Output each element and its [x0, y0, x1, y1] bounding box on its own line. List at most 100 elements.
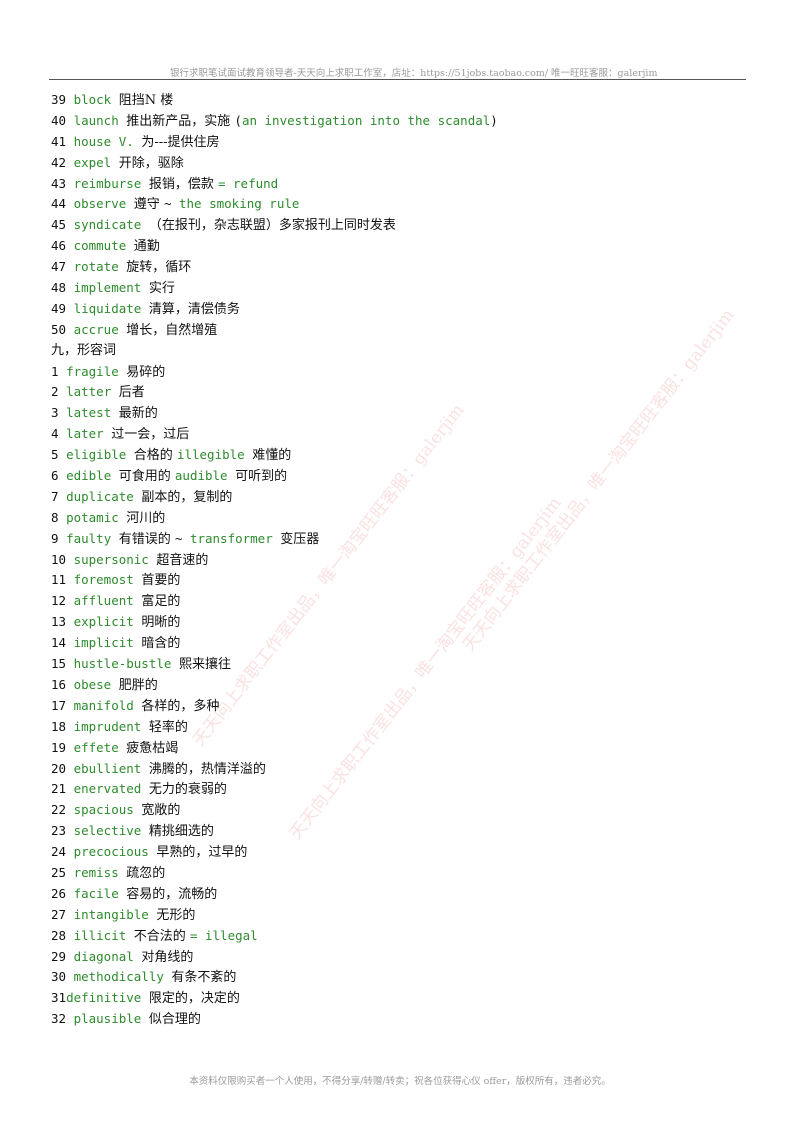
- chinese-meaning: 熙来攘往: [178, 657, 231, 673]
- english-term: affluent: [73, 593, 142, 609]
- chinese-meaning: 早熟的，过早的: [156, 845, 248, 861]
- list-item: 39 block 阻挡N 楼: [51, 90, 751, 111]
- english-term: commute: [73, 238, 134, 254]
- english-term: accrue: [73, 321, 127, 337]
- chinese-meaning: （在报刊，杂志联盟）多家报刊上同时发表: [148, 218, 396, 234]
- english-term: eligible: [66, 447, 134, 463]
- english-term: diagonal: [73, 948, 142, 964]
- symbol: ): [490, 112, 498, 128]
- item-number: 43: [51, 175, 74, 191]
- english-term: edible: [66, 468, 119, 484]
- item-number: 27: [51, 906, 74, 922]
- page-footer: 本资料仅限购买者一个人使用，不得分享/转赠/转卖；祝各位获得心仪 offer，版…: [189, 1076, 611, 1087]
- english-term: obese: [73, 676, 119, 692]
- symbol: (: [234, 112, 242, 128]
- english-term: transformer: [189, 530, 281, 546]
- chinese-meaning: 后者: [118, 385, 145, 401]
- list-item: 24 precocious 早熟的，过早的: [51, 842, 751, 863]
- list-item: 14 implicit 暗含的: [51, 633, 751, 654]
- chinese-meaning: 变压器: [280, 531, 320, 547]
- chinese-meaning: 可听到的: [235, 469, 288, 485]
- item-number: 2: [51, 384, 67, 400]
- english-term: supersonic: [73, 551, 157, 567]
- english-term: effete: [73, 739, 127, 755]
- list-item: 15 hustle-bustle 熙来攘往: [51, 654, 751, 675]
- item-number: 4: [51, 426, 67, 442]
- item-number: 32: [51, 1011, 74, 1027]
- chinese-meaning: 首要的: [141, 573, 181, 589]
- list-item: 9 faulty 有错误的 ~ transformer 变压器: [51, 529, 751, 550]
- chinese-meaning: 对角线的: [141, 949, 194, 965]
- list-item: 九，形容词: [51, 341, 751, 362]
- page-header: 银行求职笔试面试教育领导者-天天向上求职工作室，店址：https://51job…: [0, 62, 800, 82]
- english-term: rotate: [73, 259, 127, 275]
- english-term: reimburse: [73, 175, 149, 191]
- chinese-meaning: 过一会，过后: [111, 427, 190, 443]
- item-number: 10: [51, 551, 74, 567]
- list-item: 21 enervated 无力的衰弱的: [51, 779, 751, 800]
- english-term: fragile: [66, 363, 127, 379]
- item-number: 42: [51, 154, 74, 170]
- english-term: block: [73, 92, 119, 107]
- item-number: 16: [51, 676, 74, 692]
- item-number: 26: [51, 885, 74, 901]
- item-number: 40: [51, 112, 74, 128]
- item-number: 28: [51, 927, 74, 943]
- item-number: 39: [51, 92, 74, 107]
- list-item: 31definitive 限定的，决定的: [51, 988, 751, 1009]
- item-number: 44: [51, 196, 74, 212]
- item-number: 12: [51, 593, 74, 609]
- chinese-meaning: 河川的: [126, 510, 166, 526]
- list-item: 42 expel 开除，驱除: [51, 153, 751, 174]
- chinese-meaning: 容易的，流畅的: [126, 886, 218, 902]
- list-item: 50 accrue 增长，自然增殖: [51, 320, 751, 341]
- list-item: 45 syndicate （在报刊，杂志联盟）多家报刊上同时发表: [51, 215, 751, 236]
- item-number: 30: [51, 969, 74, 985]
- item-number: 13: [51, 614, 74, 630]
- item-number: 45: [51, 217, 74, 233]
- list-item: 5 eligible 合格的 illegible 难懂的: [51, 445, 751, 466]
- chinese-meaning: 通勤: [133, 239, 160, 255]
- chinese-meaning: 似合理的: [148, 1012, 201, 1028]
- english-term: launch: [73, 112, 127, 128]
- english-term: imprudent: [73, 718, 149, 734]
- chinese-meaning: 合格的: [133, 448, 177, 464]
- list-item: 46 commute 通勤: [51, 236, 751, 257]
- list-item: 49 liquidate 清算，清偿债务: [51, 299, 751, 320]
- chinese-meaning: 富足的: [141, 594, 181, 610]
- item-number: 29: [51, 948, 74, 964]
- chinese-meaning: 不合法的: [133, 928, 190, 944]
- list-item: 1 fragile 易碎的: [51, 362, 751, 383]
- english-term: potamic: [66, 509, 127, 525]
- english-term: implement: [73, 280, 149, 296]
- list-item: 44 observe 遵守 ~ the smoking rule: [51, 194, 751, 215]
- chinese-meaning: 增长，自然增殖: [126, 322, 218, 338]
- item-number: 24: [51, 844, 74, 860]
- chinese-meaning: 无力的衰弱的: [148, 782, 227, 798]
- item-number: 15: [51, 656, 74, 672]
- item-number: 9: [51, 530, 67, 546]
- item-number: 20: [51, 760, 74, 776]
- chinese-meaning: 肥胖的: [118, 677, 158, 693]
- list-item: 10 supersonic 超音速的: [51, 550, 751, 571]
- chinese-meaning: 阻挡N 楼: [118, 93, 174, 108]
- english-term: an investigation into the scandal: [241, 112, 491, 128]
- item-number: 21: [51, 781, 74, 797]
- english-term: latter: [66, 384, 119, 400]
- english-term: duplicate: [66, 488, 142, 504]
- english-term: methodically: [73, 969, 172, 985]
- english-term: remiss: [73, 864, 127, 880]
- chinese-meaning: 旋转，循环: [126, 260, 192, 276]
- english-term: house V.: [73, 133, 142, 149]
- english-term: implicit: [73, 635, 142, 651]
- chinese-meaning: 明晰的: [141, 615, 181, 631]
- chinese-meaning: 副本的，复制的: [141, 489, 233, 505]
- header-text: 银行求职笔试面试教育领导者-天天向上求职工作室，店址：https://51job…: [170, 68, 658, 79]
- chinese-meaning: 超音速的: [156, 552, 209, 568]
- chinese-meaning: 宽敞的: [141, 803, 181, 819]
- list-item: 16 obese 肥胖的: [51, 675, 751, 696]
- english-term: ebullient: [73, 760, 149, 776]
- english-term: facile: [73, 885, 127, 901]
- list-item: 23 selective 精挑细选的: [51, 821, 751, 842]
- item-number: 14: [51, 635, 74, 651]
